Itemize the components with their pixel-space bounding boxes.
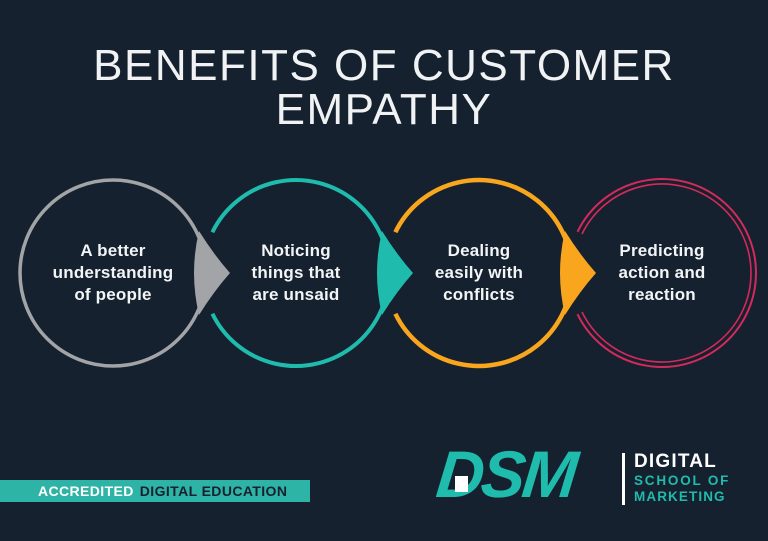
step-4-circle-outer: [576, 178, 757, 368]
logo-line-school-of: SCHOOL OF: [634, 473, 731, 488]
step-4-label: Predicting action and reaction: [618, 241, 706, 304]
badge-highlight-text: ACCREDITED: [38, 483, 134, 499]
accreditation-badge: ACCREDITED DIGITAL EDUCATION: [0, 480, 310, 502]
badge-rest-text: DIGITAL EDUCATION: [139, 483, 288, 499]
logo-line-marketing: MARKETING: [634, 488, 726, 504]
logo-line-digital: DIGITAL: [634, 451, 717, 472]
dsm-monogram: DSM: [433, 437, 579, 511]
arrow-right-icon: [560, 231, 596, 315]
arrow-right-icon: [377, 231, 413, 315]
step-1-label: A better understanding of people: [52, 241, 174, 304]
arrow-right-icon: [194, 231, 230, 315]
step-2-label: Noticing things that are unsaid: [251, 241, 341, 304]
dsm-logo: DSM DIGITAL SCHOOL OF MARKETING: [433, 437, 737, 511]
logo-divider: [622, 453, 625, 505]
step-4-circle-inner: [581, 183, 752, 363]
logo-wordmark: DIGITAL SCHOOL OF MARKETING: [634, 452, 730, 503]
step-3-label: Dealing easily with conflicts: [434, 241, 524, 304]
page-title: BENEFITS OF CUSTOMER EMPATHY: [93, 41, 675, 134]
dsm-logo-notch: [455, 476, 468, 492]
